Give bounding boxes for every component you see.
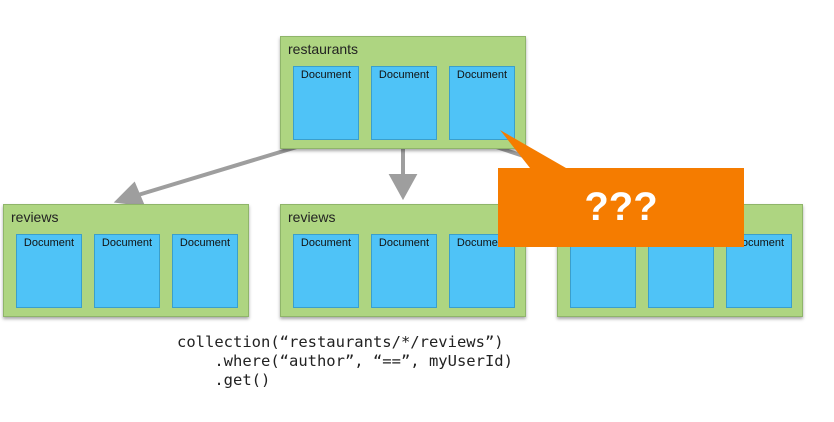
arrow-to-reviews-left bbox=[137, 138, 321, 197]
document-box: Document bbox=[371, 234, 437, 308]
document-label: Document bbox=[101, 237, 153, 249]
document-label: Document bbox=[456, 237, 508, 249]
document-label: Document bbox=[456, 69, 508, 81]
code-line: collection(“restaurants/*/reviews”) bbox=[177, 333, 504, 351]
document-label: Document bbox=[733, 237, 785, 249]
restaurants-collection: restaurants Document Document Document bbox=[280, 36, 526, 149]
code-line: .get() bbox=[177, 371, 271, 389]
document-label: Document bbox=[179, 237, 231, 249]
document-box: Document bbox=[293, 234, 359, 308]
reviews-collection-left: reviews Document Document Document bbox=[3, 204, 249, 317]
collection-label: reviews bbox=[11, 209, 59, 225]
document-label: Document bbox=[378, 237, 430, 249]
document-box: Document bbox=[449, 66, 515, 140]
callout-text: ??? bbox=[584, 185, 658, 229]
document-label: Document bbox=[300, 237, 352, 249]
document-box: Document bbox=[371, 66, 437, 140]
collection-label: restaurants bbox=[288, 41, 359, 57]
reviews-collection-right: Document bbox=[557, 204, 803, 317]
document-box: Document bbox=[726, 234, 792, 308]
document-box: Document bbox=[16, 234, 82, 308]
document-label: Document bbox=[378, 69, 430, 81]
document-label: Document bbox=[23, 237, 75, 249]
document-box: Document bbox=[172, 234, 238, 308]
document-label: Document bbox=[300, 69, 352, 81]
question-callout: ??? bbox=[498, 168, 744, 247]
collection-label: reviews bbox=[288, 209, 336, 225]
code-line: .where(“author”, “==”, myUserId) bbox=[177, 352, 513, 370]
document-box: Document bbox=[94, 234, 160, 308]
reviews-collection-middle: reviews Document Document Document bbox=[280, 204, 526, 317]
arrowhead-left bbox=[113, 181, 146, 207]
query-code: collection(“restaurants/*/reviews”) .whe… bbox=[177, 333, 513, 390]
arrowhead-middle bbox=[388, 174, 418, 201]
document-box: Document bbox=[293, 66, 359, 140]
